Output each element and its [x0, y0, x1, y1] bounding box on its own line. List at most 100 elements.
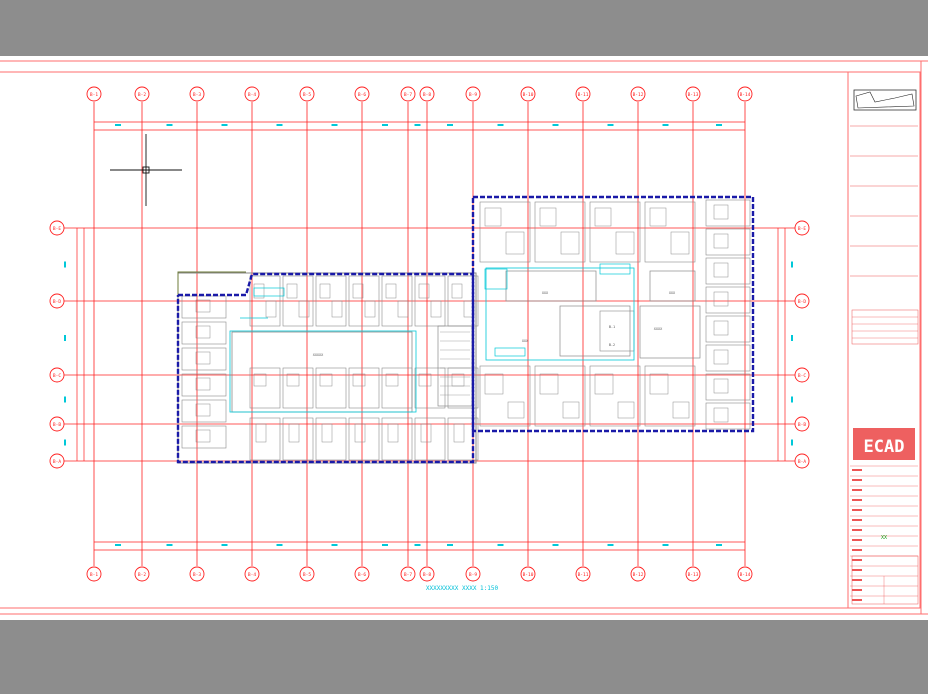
grid-bubble [794, 367, 810, 383]
grid-bubble [354, 566, 370, 582]
room-module [705, 402, 751, 430]
info-text [852, 519, 862, 521]
room-bath [562, 401, 580, 419]
room-bed [713, 233, 729, 249]
room-bed [364, 300, 376, 318]
grid-bubble-label: B-12 [633, 92, 644, 98]
grid-bubble [49, 453, 65, 469]
grid-bubble-label: B-11 [578, 92, 589, 98]
grid-bubble-label: B-12 [633, 572, 644, 578]
dim-text [607, 544, 614, 546]
room-module [249, 275, 281, 327]
logo-box [853, 428, 915, 460]
dim-text [662, 544, 669, 546]
zone-boundary [176, 195, 755, 464]
room-bed [594, 373, 614, 395]
room-bed [670, 231, 690, 255]
info-text [852, 569, 862, 571]
room-module [414, 367, 446, 409]
room-label: B-2 [609, 343, 615, 347]
info-text [852, 479, 862, 481]
room-bed [649, 373, 669, 395]
cyan-box [484, 268, 508, 290]
left-wing-corridor [231, 331, 413, 413]
room-bed [430, 300, 442, 318]
room-module [381, 417, 413, 461]
grid-bubble-label: B-11 [578, 572, 589, 578]
grid-bubble-label: B-8 [423, 572, 431, 578]
grid-bubble-label: B-9 [469, 92, 477, 98]
sheet-frame [0, 60, 928, 615]
grid-bubble [134, 86, 150, 102]
room-module [181, 399, 227, 423]
room-bed [713, 407, 729, 423]
dim-text [552, 544, 559, 546]
grid-bubble-label: B-6 [358, 572, 366, 578]
grid-bubble [49, 416, 65, 432]
info-text [852, 559, 862, 561]
room-module [181, 425, 227, 449]
room-bed [615, 231, 635, 255]
annotation-marks [64, 124, 793, 546]
room-module [705, 286, 751, 314]
room-module [282, 275, 314, 327]
room-bed [420, 423, 432, 443]
room-module [479, 365, 531, 427]
room-bed [387, 423, 399, 443]
grid-bubble-label: B-2 [138, 572, 146, 578]
dim-text [447, 544, 453, 546]
grid-bubble [419, 566, 435, 582]
lift-core [599, 310, 635, 352]
grid-bubble-label: B-D [798, 299, 806, 305]
grid-bubble [575, 86, 591, 102]
info-text [852, 539, 862, 541]
dim-text [331, 544, 338, 546]
zone-boundary-left [176, 272, 475, 464]
info-text [852, 489, 862, 491]
room-bath [507, 401, 525, 419]
grid-bubble [794, 220, 810, 236]
room-module [705, 199, 751, 227]
room-module [282, 367, 314, 409]
room-module [348, 275, 380, 327]
grid-bubble-label: B-B [53, 422, 61, 428]
grid-bubble-label: B-6 [358, 92, 366, 98]
room-bed [713, 291, 729, 307]
grid-bubble [244, 566, 260, 582]
grid-bubble [189, 86, 205, 102]
room-bath [286, 283, 298, 299]
grid-bubble-label: B-13 [688, 572, 699, 578]
room-bed [298, 300, 310, 318]
grid-bubble [400, 86, 416, 102]
grid-bubble [794, 416, 810, 432]
grid-bubble [400, 566, 416, 582]
grid-bubble-label: B-3 [193, 92, 201, 98]
grid-bubble-label: B-B [798, 422, 806, 428]
dim-text [791, 335, 793, 341]
room-bath [539, 207, 557, 227]
room-module [534, 365, 586, 427]
grid-bubble-label: B-E [53, 226, 61, 232]
dim-text [64, 439, 66, 446]
room-label: XXX [522, 339, 529, 343]
grid-bubble [49, 220, 65, 236]
dim-text [497, 544, 504, 546]
room-module [181, 347, 227, 371]
grid-bubble-label: B-D [53, 299, 61, 305]
room-module [589, 365, 641, 427]
room-module [705, 344, 751, 372]
room-bath [352, 373, 366, 387]
grid-bubble [520, 566, 536, 582]
dim-text [276, 124, 283, 126]
grid-bubble [244, 86, 260, 102]
grid-bubble [134, 566, 150, 582]
grid-bubble [299, 566, 315, 582]
dim-text [64, 396, 66, 403]
grid-bubble [86, 86, 102, 102]
dim-text [221, 544, 228, 546]
room-bath [253, 373, 267, 387]
